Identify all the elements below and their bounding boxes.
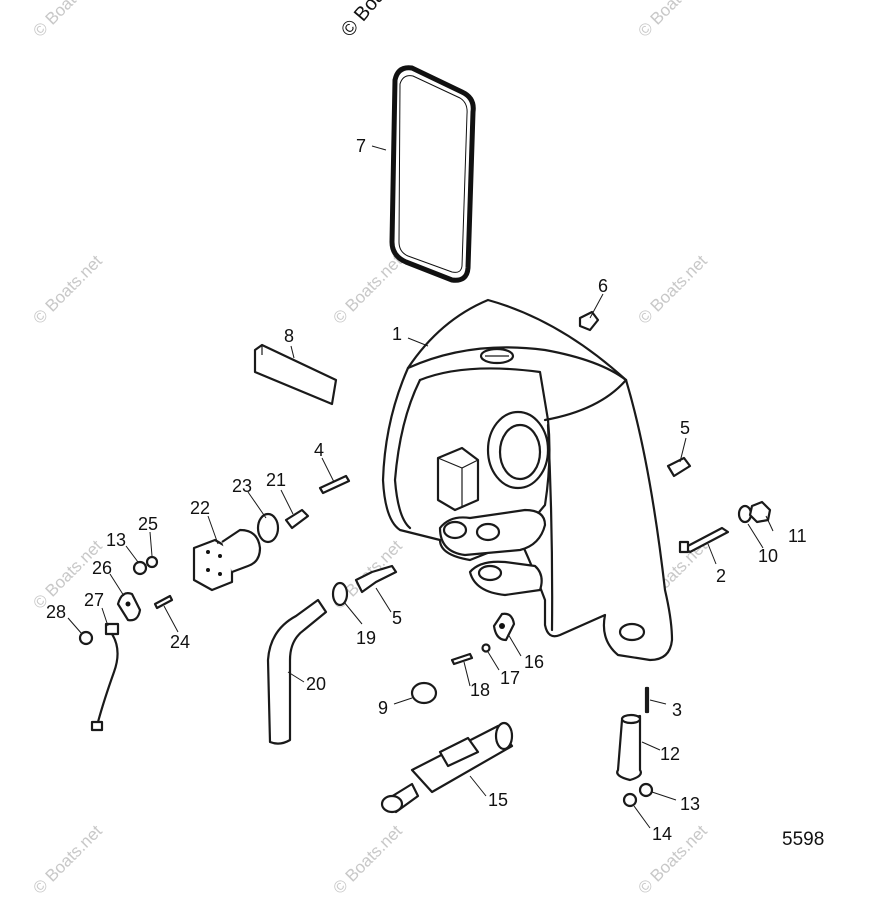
watermark: © Boats.net (634, 251, 711, 328)
callout-label: 26 (92, 558, 112, 578)
part-14-nut (622, 792, 638, 808)
part-20-hose (266, 598, 328, 745)
part-6-fitting (578, 310, 600, 332)
callout-label: 16 (524, 652, 544, 672)
callout-label: 13 (106, 530, 126, 550)
callout-label: 7 (356, 136, 366, 156)
callout-label: 20 (306, 674, 326, 694)
figure-number: 5598 (782, 829, 824, 850)
part-16-plate (492, 612, 516, 642)
part-3-pin (644, 686, 650, 714)
part-4-pin (318, 474, 351, 495)
part-18-bolt (450, 652, 474, 666)
callout-label: 1 (392, 324, 402, 344)
part-7-seal (389, 65, 476, 283)
callout-label: 9 (378, 698, 388, 718)
part-13-nut-left (132, 560, 148, 576)
callout-label: 4 (314, 440, 324, 460)
callout-label: 3 (672, 700, 682, 720)
part-2-bolt (678, 526, 730, 554)
watermark: © Boats.net (634, 821, 711, 898)
callout-label: 6 (598, 276, 608, 296)
callout-label: 28 (46, 602, 66, 622)
part-27-sensor (90, 622, 120, 732)
callout-label: 5 (680, 418, 690, 438)
part-15-cylinder (380, 721, 514, 814)
leader-lines (67, 145, 774, 829)
watermark: © Boats.net (329, 251, 406, 328)
callout-label: 5 (392, 608, 402, 628)
part-13-nut-right (638, 782, 654, 798)
callout-label: 10 (758, 546, 778, 566)
part-1-housing (381, 298, 674, 662)
callout-label: 18 (470, 680, 490, 700)
part-5-fitting-upper (666, 456, 692, 478)
watermark: © Boats.net (29, 251, 106, 328)
callouts: 1 2 3 4 5 5 6 7 8 9 10 11 12 13 13 14 15… (46, 136, 807, 844)
part-19-washer (331, 581, 349, 607)
part-21-fitting (284, 508, 310, 530)
watermark: © Boats.net (29, 821, 106, 898)
part-25-washer (145, 555, 159, 569)
callout-label: 2 (716, 566, 726, 586)
watermark: © Boats.net (634, 0, 711, 41)
part-22-block (192, 528, 262, 592)
callout-label: 25 (138, 514, 158, 534)
watermark: © Boats.net (29, 0, 106, 41)
callout-label: 14 (652, 824, 672, 844)
callout-label: 22 (190, 498, 210, 518)
callout-label: 23 (232, 476, 252, 496)
callout-label: 24 (170, 632, 190, 652)
part-23-oring (256, 512, 280, 544)
callout-label: 12 (660, 744, 680, 764)
callout-label: 19 (356, 628, 376, 648)
callout-label: 21 (266, 470, 286, 490)
part-5-fitting-lower (354, 564, 398, 594)
part-9-cap (410, 681, 438, 705)
watermark: © Boats.net (329, 821, 406, 898)
callout-label: 27 (84, 590, 104, 610)
callout-label: 8 (284, 326, 294, 346)
part-8-pad (253, 343, 338, 406)
callout-label: 13 (680, 794, 700, 814)
part-24-screw (153, 594, 174, 610)
copyright-text: © Boats (337, 0, 400, 41)
callout-label: 11 (788, 526, 807, 546)
callout-label: 17 (500, 668, 520, 688)
callout-label: 15 (488, 790, 508, 810)
part-26-bracket (116, 592, 142, 622)
part-12-pin (616, 713, 642, 782)
part-28-nut (78, 630, 94, 646)
part-17-washer (481, 643, 491, 653)
